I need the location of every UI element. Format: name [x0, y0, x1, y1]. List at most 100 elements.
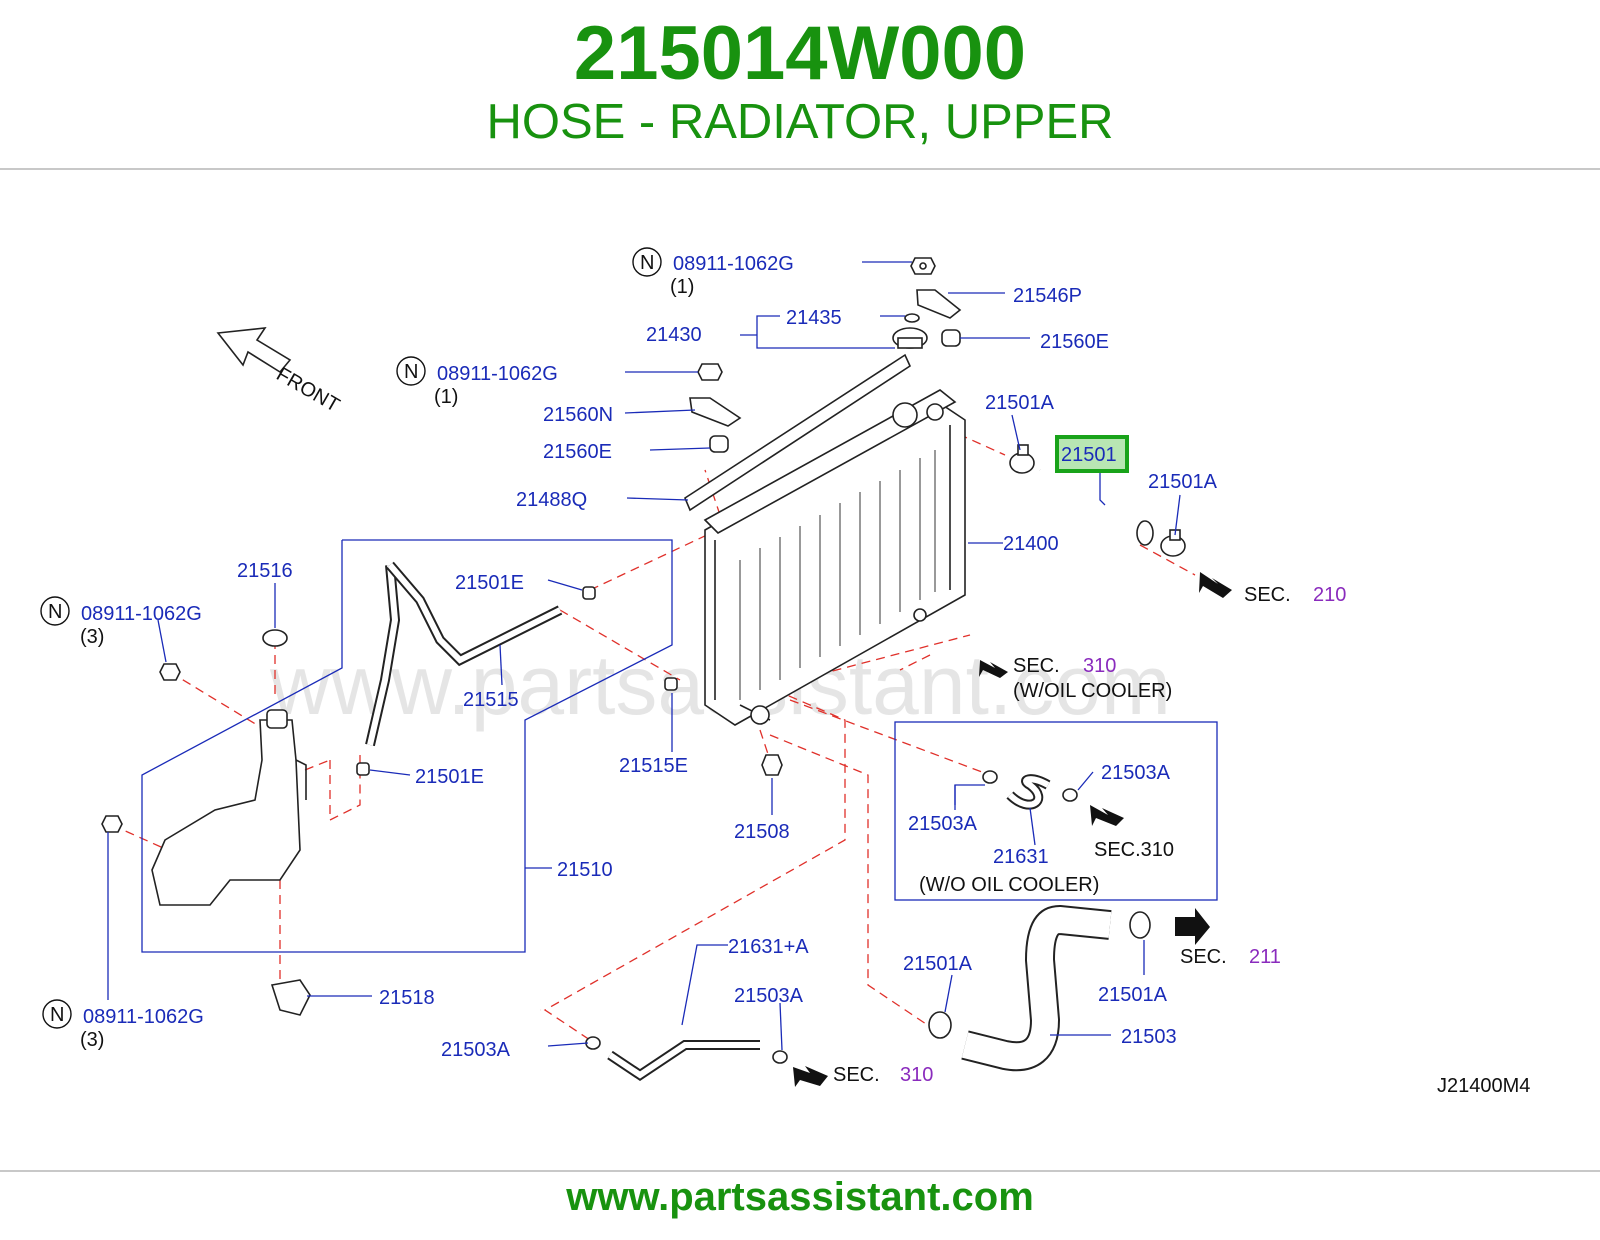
insulator-21560E-top: [941, 329, 961, 347]
clamp-21503A-box-2: [1062, 788, 1078, 802]
label-21503A-bottom-left[interactable]: 21503A: [441, 1039, 511, 1061]
label-21631[interactable]: 21631: [993, 846, 1049, 868]
clip-21501E-1: [582, 586, 596, 600]
seal-21488Q: [684, 353, 912, 512]
cap-21516: [262, 629, 288, 647]
sec-210-number[interactable]: 210: [1313, 584, 1346, 606]
part-number-title: 215014W000: [573, 11, 1027, 96]
label-21435[interactable]: 21435: [786, 307, 842, 329]
part-name-subtitle: HOSE - RADIATOR, UPPER: [486, 95, 1114, 149]
label-nut-mid-qty: (1): [434, 386, 458, 408]
label-21631A[interactable]: 21631+A: [728, 936, 809, 958]
label-21510[interactable]: 21510: [557, 859, 613, 881]
bracket-21560N: [689, 397, 742, 427]
label-21560E-mid[interactable]: 21560E: [543, 441, 612, 463]
upper-hose-21501: [1034, 461, 1154, 546]
highlighted-part-box[interactable]: [1055, 435, 1129, 473]
leader-lines: [107, 261, 1181, 1051]
label-21515[interactable]: 21515: [463, 689, 519, 711]
label-nut-top-qty: (1): [670, 276, 694, 298]
nut-top: [910, 257, 936, 275]
label-21501A-2[interactable]: 21501A: [1148, 471, 1218, 493]
drain-plug-21508: [761, 754, 783, 776]
nut-lower: [101, 815, 123, 833]
front-direction-arrow: FRONT: [216, 327, 344, 417]
label-21515E[interactable]: 21515E: [619, 755, 688, 777]
radiator-cap-21430: [892, 327, 928, 349]
sec-211-number[interactable]: 211: [1249, 946, 1281, 968]
clamp-21501A-upper-1: [1009, 444, 1035, 474]
label-21430[interactable]: 21430: [646, 324, 702, 346]
hose-21631-box: [1006, 774, 1051, 810]
arrow-sec-310-box: [1090, 805, 1124, 826]
clamp-21501A-lower-1: [1129, 911, 1151, 939]
header-divider: [0, 168, 1600, 170]
label-21503A-box-right[interactable]: 21503A: [1101, 762, 1171, 784]
label-21400[interactable]: 21400: [1003, 533, 1059, 555]
label-21501A-lower-right[interactable]: 21501A: [1098, 984, 1168, 1006]
label-21503[interactable]: 21503: [1121, 1026, 1177, 1048]
gasket-21435: [904, 313, 920, 323]
label-21501A-1[interactable]: 21501A: [985, 392, 1055, 414]
svg-text:N: N: [404, 361, 418, 383]
label-21503A-bottom-right[interactable]: 21503A: [734, 985, 804, 1007]
nut-symbols: N N N N: [40, 247, 662, 1029]
nut-left: [159, 663, 181, 681]
arrow-sec-211: [1175, 908, 1210, 945]
sec-210-prefix: SEC.: [1244, 584, 1291, 606]
label-21501[interactable]: 21501: [1061, 444, 1117, 466]
reservoir-group-outline: [141, 539, 673, 953]
front-label: FRONT: [273, 363, 344, 416]
sec-310-bottom-number[interactable]: 310: [900, 1064, 933, 1086]
without-oil-cooler-box: [894, 721, 1218, 901]
label-nut-top[interactable]: 08911-1062G: [673, 253, 794, 275]
radiator-21400: [703, 389, 966, 726]
label-21488Q[interactable]: 21488Q: [516, 489, 587, 511]
arrow-sec-310-bottom: [793, 1066, 828, 1087]
direction-arrows: [793, 572, 1232, 1087]
label-nut-mid[interactable]: 08911-1062G: [437, 363, 558, 385]
label-nut-left[interactable]: 08911-1062G: [81, 603, 202, 625]
clamp-21503A-bottom-2: [772, 1050, 788, 1064]
label-21560E-top[interactable]: 21560E: [1040, 331, 1109, 353]
insulator-21560E-mid: [709, 435, 729, 453]
clamp-21503A-box-1: [982, 770, 998, 784]
footer-site-link[interactable]: www.partsassistant.com: [566, 1175, 1034, 1219]
sec-310-top-prefix: SEC.: [1013, 655, 1060, 677]
sec-310-bottom-prefix: SEC.: [833, 1064, 880, 1086]
label-21501E-1[interactable]: 21501E: [455, 572, 524, 594]
label-21508[interactable]: 21508: [734, 821, 790, 843]
label-nut-bottom-qty: (3): [80, 1029, 104, 1051]
label-21546P[interactable]: 21546P: [1013, 285, 1082, 307]
hose-21631A: [607, 1040, 760, 1082]
clamp-21501A-lower-2: [928, 1011, 952, 1039]
label-21560N[interactable]: 21560N: [543, 404, 613, 426]
label-21501A-lower-left[interactable]: 21501A: [903, 953, 973, 975]
bracket-21518: [270, 979, 311, 1016]
overflow-hose-21515: [365, 561, 563, 747]
label-21518[interactable]: 21518: [379, 987, 435, 1009]
svg-text:N: N: [640, 252, 654, 274]
label-21516[interactable]: 21516: [237, 560, 293, 582]
reservoir-tank-21510: [151, 709, 307, 906]
clip-21515E: [664, 677, 678, 691]
without-oil-cooler-note: (W/O OIL COOLER): [919, 874, 1099, 896]
sec-211-prefix: SEC.: [1180, 946, 1227, 968]
svg-text:N: N: [50, 1004, 64, 1026]
label-21501E-2[interactable]: 21501E: [415, 766, 484, 788]
sec-310-top-note: (W/OIL COOLER): [1013, 680, 1172, 702]
sec-310-top-number[interactable]: 310: [1083, 655, 1116, 677]
footer-divider: [0, 1170, 1600, 1172]
lower-hose-21503: [961, 904, 1112, 1072]
clip-21501E-2: [356, 762, 370, 776]
clamp-21501A-upper-2: [1160, 529, 1186, 557]
bracket-21546P: [916, 289, 962, 319]
label-21503A-box-left[interactable]: 21503A: [908, 813, 978, 835]
label-nut-bottom[interactable]: 08911-1062G: [83, 1006, 204, 1028]
clamp-21503A-bottom-1: [585, 1036, 601, 1050]
sec-310-box-ref[interactable]: SEC.310: [1094, 839, 1174, 861]
arrow-sec-310-top: [979, 660, 1008, 678]
diagram-code: J21400M4: [1437, 1075, 1530, 1097]
arrow-sec-210: [1199, 572, 1232, 598]
